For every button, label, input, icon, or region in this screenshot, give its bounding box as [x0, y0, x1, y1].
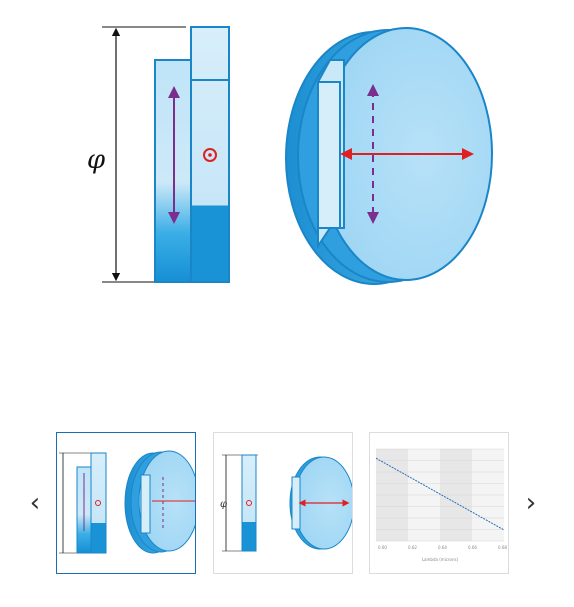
perspective-disc [285, 27, 493, 285]
out-of-plane-symbol [203, 148, 217, 162]
chart-x-axis-label: Lambda (microns) [422, 557, 459, 562]
retardance-chart: 0.60 0.62 0.64 0.66 0.68 Lambda (microns) [375, 448, 507, 562]
thumbnail-chart[interactable]: 0.60 0.62 0.64 0.66 0.68 Lambda (microns) [369, 432, 509, 574]
thumbnail-orientation-image [59, 450, 195, 554]
thumbnail-dimension-image: φ [220, 454, 352, 552]
thumbnail-strip: φ 0.60 0.62 0.64 0.66 0.68 Lambda (microns) [56, 432, 516, 576]
previous-button[interactable]: ‹ [29, 488, 41, 518]
chart-x-tick-label: 0.66 [468, 545, 477, 550]
chart-x-tick-label: 0.68 [498, 545, 507, 550]
thumbnail-dimension[interactable]: φ [213, 432, 353, 574]
waveplate-illustration: φ [87, 26, 493, 285]
side-view-plates [154, 26, 230, 283]
chart-x-tick-label: 0.64 [438, 545, 447, 550]
next-button[interactable]: › [525, 488, 537, 518]
chart-x-tick-label: 0.62 [408, 545, 417, 550]
chart-x-tick-label: 0.60 [378, 545, 387, 550]
diameter-dimension: φ [87, 26, 186, 283]
thumbnail-orientation[interactable] [56, 432, 196, 574]
thumbnail-diameter-symbol: φ [220, 499, 227, 510]
chart-series-line [375, 457, 505, 531]
diameter-symbol: φ [87, 145, 106, 175]
main-product-image: φ [87, 26, 493, 285]
